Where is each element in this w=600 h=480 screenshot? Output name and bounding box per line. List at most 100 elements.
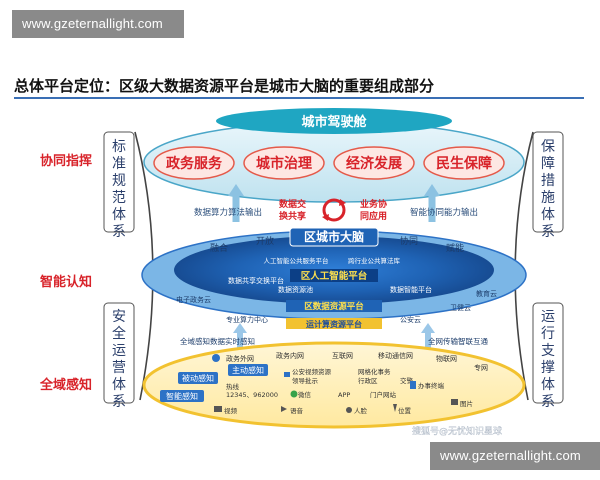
item-face: 人脸 <box>354 406 368 415</box>
tag-active-bg <box>228 364 268 376</box>
ring-label-fusion: 融合 <box>210 242 228 254</box>
right-column-safeguards: 保障措施体系 <box>541 139 555 240</box>
row-label-cognition: 智能认知 <box>40 275 93 290</box>
net-private: 专网 <box>474 363 488 372</box>
image-credit: 搜狐号@无忧知识星球 <box>412 425 502 437</box>
item-portal: 门户网站 <box>370 390 397 399</box>
data-platform: 区数据资源平台 <box>304 301 364 312</box>
ai-algorithm-library: 跨行业公共算法库 <box>348 256 401 265</box>
right-up-arrow-head <box>424 184 440 196</box>
right-sense-arrow-head <box>421 323 435 333</box>
service-gov: 政务服务 <box>166 155 223 172</box>
data-resource-pool: 数据资源池 <box>278 285 313 294</box>
left-column-security: 安全运营体系 <box>112 309 126 410</box>
tag-passive-bg <box>178 372 218 384</box>
camera-icon <box>284 372 290 377</box>
sense-right-flow: 全网传输智联互通 <box>428 336 488 346</box>
flow-left-label: 数据算力算法输出 <box>194 207 262 218</box>
item-hotline: 热线 <box>226 382 240 391</box>
brain-title: 区城市大脑 <box>304 229 364 244</box>
data-sharing-platform: 数据共享交换平台 <box>228 276 284 285</box>
item-district: 行政区 <box>358 376 378 385</box>
item-wechat: 微信 <box>298 390 312 399</box>
row-label-command: 协同指挥 <box>40 154 93 169</box>
service-city: 城市治理 <box>256 155 312 172</box>
compute-platform-bar <box>286 318 382 329</box>
row-label-sensing: 全域感知 <box>40 378 93 393</box>
ring-label-open: 开放 <box>256 235 274 247</box>
left-top-frame <box>103 131 135 233</box>
cockpit-title: 城市驾驶舱 <box>301 114 367 130</box>
cockpit-title-bar <box>216 108 452 134</box>
cloud-egov: 电子政务云 <box>176 295 211 304</box>
left-sense-arrow-head <box>233 323 247 333</box>
cloud-police: 公安云 <box>400 315 421 324</box>
voice-icon <box>281 406 287 412</box>
page-title: 总体平台定位：区级大数据资源平台是城市大脑的重要组成部分 <box>14 77 435 95</box>
net-internet: 互联网 <box>332 351 353 360</box>
exchange-cycle-icon <box>322 198 346 222</box>
item-terminal: 办事终端 <box>418 381 445 390</box>
service-economy: 经济发展 <box>346 155 402 172</box>
flow-right-label: 智能协同能力输出 <box>410 207 478 218</box>
cloud-compute-center: 专业算力中心 <box>226 315 268 324</box>
cloud-education: 教育云 <box>476 289 497 298</box>
service-pill-livelihood <box>423 146 505 180</box>
brain-title-box <box>289 227 379 247</box>
tag-smart: 智能感知 <box>166 391 198 401</box>
item-video: 视频 <box>224 406 238 415</box>
item-location: 位置 <box>398 406 412 415</box>
item-police-video: 公安视频资源 <box>292 367 332 376</box>
sense-items: 热线 12345、962000 公安视频资源 网格化事务 微信 APP 门户网站… <box>224 367 473 415</box>
compute-platform: 运计算资源平台 <box>306 319 362 329</box>
service-livelihood: 民生保障 <box>436 155 492 172</box>
ring-label-empower: 赋能 <box>446 242 464 254</box>
item-traffic: 交警 <box>400 376 414 385</box>
ai-platform: 区人工智能平台 <box>301 270 368 282</box>
item-leader: 领导批示 <box>292 376 319 385</box>
watermark-top: www.gzeternallight.com <box>12 10 184 38</box>
watermark-bottom: www.gzeternallight.com <box>430 442 600 470</box>
item-hotline-numbers: 12345、962000 <box>226 391 278 399</box>
tag-active: 主动感知 <box>232 365 264 375</box>
service-pill-gov <box>153 146 235 180</box>
ring-label-collab: 协同 <box>400 235 418 247</box>
ai-public-service: 人工智能公共服务平台 <box>264 256 329 265</box>
exchange-right-2: 同应用 <box>360 210 387 222</box>
left-bottom-frame <box>103 302 135 404</box>
data-intelligence-platform: 数据智能平台 <box>390 285 432 294</box>
item-image: 图片 <box>460 399 473 408</box>
left-up-arrow-head <box>228 184 244 196</box>
network-labels: 政务外网 政务内网 互联网 移动通信网 物联网 专网 <box>226 351 488 372</box>
exchange-right-1: 业务协 <box>360 198 387 210</box>
right-column-operations: 运行支撑体系 <box>541 309 555 410</box>
wechat-icon <box>290 390 298 398</box>
item-voice: 语音 <box>290 406 304 415</box>
tag-smart-bg <box>160 390 204 402</box>
right-bottom-frame <box>532 302 564 404</box>
terminal-icon <box>410 381 416 389</box>
exchange-arrow-head-1 <box>339 199 346 206</box>
ai-platform-bar <box>290 269 378 282</box>
globe-icon <box>212 354 220 362</box>
sense-left-flow: 全域感知数据实时感知 <box>180 336 255 346</box>
item-app: APP <box>338 391 350 399</box>
right-top-frame <box>532 131 564 233</box>
tag-passive: 被动感知 <box>182 373 214 383</box>
video-icon <box>214 406 222 412</box>
title-underline <box>14 97 584 99</box>
service-pill-city <box>243 146 325 180</box>
data-platform-bar <box>286 300 382 312</box>
net-mobile: 移动通信网 <box>378 351 413 360</box>
image-icon <box>451 399 458 405</box>
face-icon <box>346 407 352 413</box>
exchange-arrow-head-2 <box>322 214 329 221</box>
net-iot: 物联网 <box>436 354 457 363</box>
net-gov-internal: 政务内网 <box>276 351 304 360</box>
service-pill-economy <box>333 146 415 180</box>
cloud-health: 卫健云 <box>450 303 471 312</box>
exchange-left-1: 数据交 <box>279 198 306 210</box>
location-icon <box>393 404 397 412</box>
service-pills: 政务服务 城市治理 经济发展 民生保障 <box>153 146 505 180</box>
